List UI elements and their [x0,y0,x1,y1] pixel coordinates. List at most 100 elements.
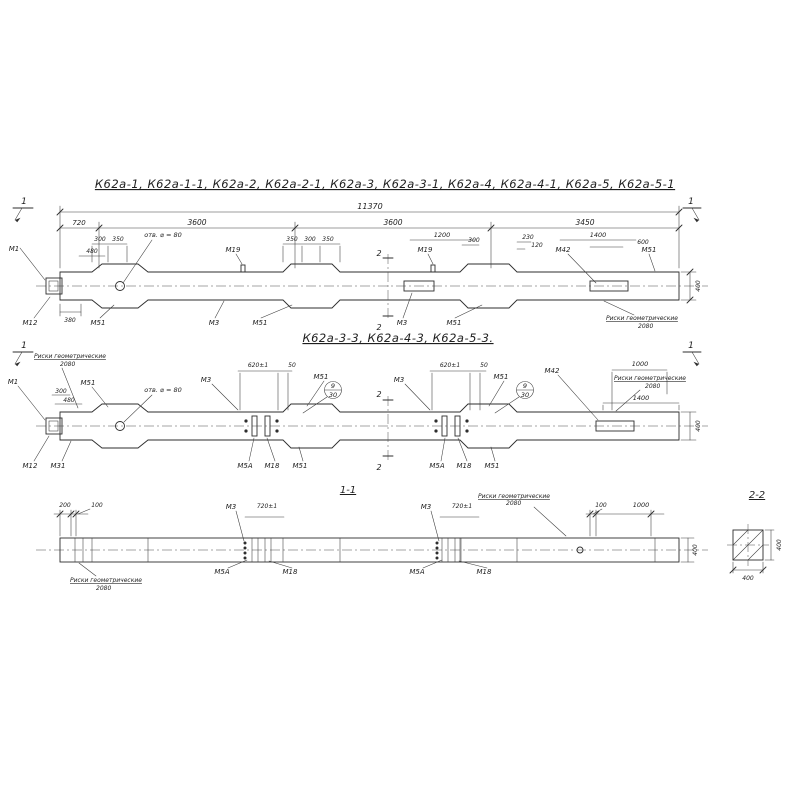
hole-note: отв. ⌀ = 80 [144,231,182,239]
hole-80 [115,421,125,431]
part-mark: М42 [556,246,571,254]
part-mark: М51 [447,319,462,327]
labels-section-2-2: 400 400 [742,539,783,582]
dim-label: 50 [288,362,296,369]
note-riski: 2080 [638,323,653,330]
note-riski: Риски геометрические [34,353,106,360]
part-mark: М51 [253,319,268,327]
part-mark: М19 [226,246,241,254]
view-title-variant: К62а-3-3, К62а-4-3, К62а-5-3. [302,331,493,345]
dim-label: 3450 [575,218,594,227]
part-mark: М51 [642,246,657,254]
part-mark: М18 [457,462,472,470]
part-mark: М3 [226,503,237,511]
hole [576,546,584,554]
dim-label: 480 [63,397,75,404]
note-riski: Риски геометрические [478,493,550,500]
dim-overall: 11370 [357,202,382,211]
part-mark: М3 [397,319,408,327]
dim-label: 200 [59,502,71,509]
view-elevation-variant: К62а-3-3, К62а-4-3, К62а-5-3. [8,331,708,472]
part-mark: М31 [51,462,66,470]
dim-label: 350 [286,236,298,243]
dim-label: 620±1 [440,362,460,369]
weld-symbol-number: 30 [329,391,337,399]
dim-label: 720±1 [452,503,472,510]
weld-symbol-number: 30 [521,391,529,399]
dim-label: 3600 [383,218,402,227]
note-riski: 2080 [60,361,75,368]
dim-label: 1400 [590,231,607,239]
dim-label: 350 [322,236,334,243]
part-mark: М18 [477,568,492,576]
dim-label: 230 [522,234,534,241]
dim-label: 400 [742,575,754,582]
part-mark: М3 [394,376,405,384]
part-mark: М5А [409,568,424,576]
view-section-2-2: 2-2 400 400 [727,490,783,582]
section-mark-2: 2 [376,249,381,258]
dim-label: 480 [86,248,98,255]
dim-label: 400 [776,539,783,551]
dim-label: 100 [595,502,607,509]
section-mark-2: 2 [376,463,381,472]
dim-label: 620±1 [248,362,268,369]
dim-label: 350 [112,236,124,243]
dim-label: 120 [531,242,543,249]
dim-label: 1200 [434,231,451,239]
part-mark: М5А [214,568,229,576]
dim-label: 1000 [633,501,650,509]
part-mark: М3 [209,319,220,327]
part-mark: М51 [314,373,329,381]
dim-label: 400 [692,544,699,556]
dim-label: 300 [55,388,67,395]
note-riski: Риски геометрические [606,315,678,322]
dim-label: 300 [94,236,106,243]
note-riski: 2080 [506,500,521,507]
dim-label: 400 [695,420,702,432]
dim-label: 380 [64,317,76,324]
dim-label: 300 [304,236,316,243]
part-mark: М18 [283,568,298,576]
section-mark-2: 2 [376,323,381,332]
part-mark: М18 [265,462,280,470]
dim-label: 300 [468,237,480,244]
view-title-main: К62а-1, К62а-1-1, К62а-2, К62а-2-1, К62а… [95,177,675,191]
dim-label: 400 [695,280,702,292]
note-riski: Риски геометрические [70,577,142,584]
view-elevation-main: К62а-1, К62а-1-1, К62а-2, К62а-2-1, К62а… [9,177,708,332]
section-mark-1-left: 1 [21,197,27,207]
section-mark-2: 2 [376,390,381,399]
part-mark: М51 [91,319,106,327]
view-section-1-1: 1-1 [36,485,708,592]
section-mark-1-right: 1 [688,197,694,207]
note-riski: Риски геометрические [614,375,686,382]
part-mark: М12 [23,462,38,470]
part-mark: М12 [23,319,38,327]
dim-label: 720 [72,219,86,227]
part-mark: М3 [421,503,432,511]
dim-label: 720±1 [257,503,277,510]
part-mark: М1 [9,245,20,253]
note-riski: 2080 [645,383,660,390]
part-mark: М51 [494,373,509,381]
section-title-1-1: 1-1 [340,485,356,496]
part-mark: М5А [429,462,444,470]
part-mark: М3 [201,376,212,384]
dim-label: 100 [91,502,103,509]
weld-symbol-number: 9 [331,382,335,390]
section-mark-1-left: 1 [21,341,27,351]
section-title-2-2: 2-2 [749,490,765,501]
part-mark: М51 [293,462,308,470]
part-mark: М51 [81,379,96,387]
weld-symbol-number: 9 [523,382,527,390]
part-mark: М42 [545,367,560,375]
part-mark: М1 [8,378,19,386]
part-mark: М5А [237,462,252,470]
dim-label: 1000 [632,360,649,368]
